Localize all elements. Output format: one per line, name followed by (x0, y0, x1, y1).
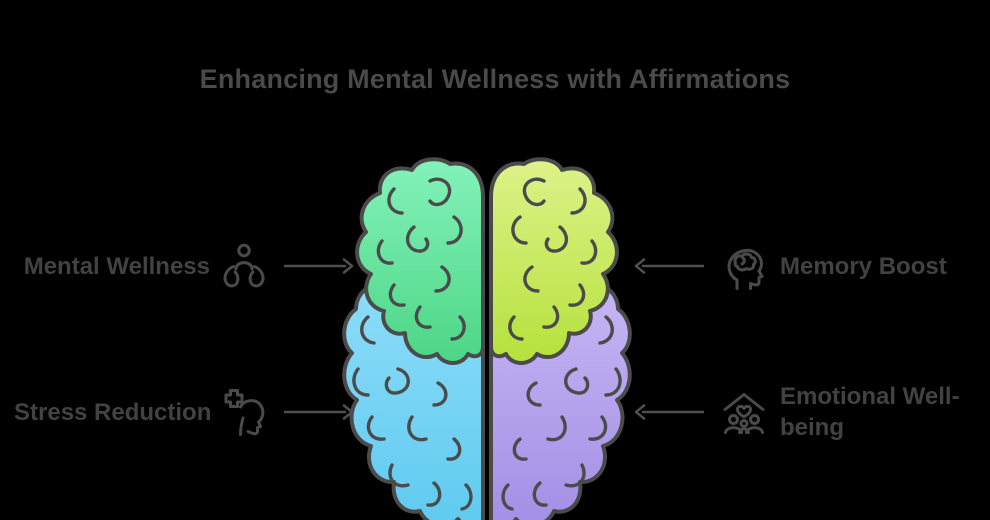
arrow-left-icon (634, 403, 704, 421)
callout-label: Emotional Well-being (780, 383, 960, 441)
callout-label: Memory Boost (780, 252, 947, 280)
callout-mental-wellness: Mental Wellness (14, 236, 360, 296)
head-brain-icon (718, 240, 770, 292)
callout-stress-reduction: Stress Reduction (14, 382, 360, 442)
callout-label: Mental Wellness (23, 252, 210, 280)
family-house-icon (718, 386, 770, 438)
arrow-left-icon (634, 257, 704, 275)
brain-illustration (342, 157, 632, 520)
care-person-icon (218, 240, 270, 292)
callout-memory-boost: Memory Boost (628, 236, 980, 296)
callout-emotional-wellbeing: Emotional Well-being (628, 382, 980, 442)
arrow-right-icon (284, 257, 354, 275)
callout-label: Stress Reduction (14, 398, 212, 426)
brain-left-hemisphere (342, 157, 485, 520)
arrow-right-icon (284, 403, 354, 421)
brain-right-hemisphere (489, 157, 632, 520)
page-title: Enhancing Mental Wellness with Affirmati… (199, 64, 791, 94)
head-cross-icon (218, 386, 270, 438)
